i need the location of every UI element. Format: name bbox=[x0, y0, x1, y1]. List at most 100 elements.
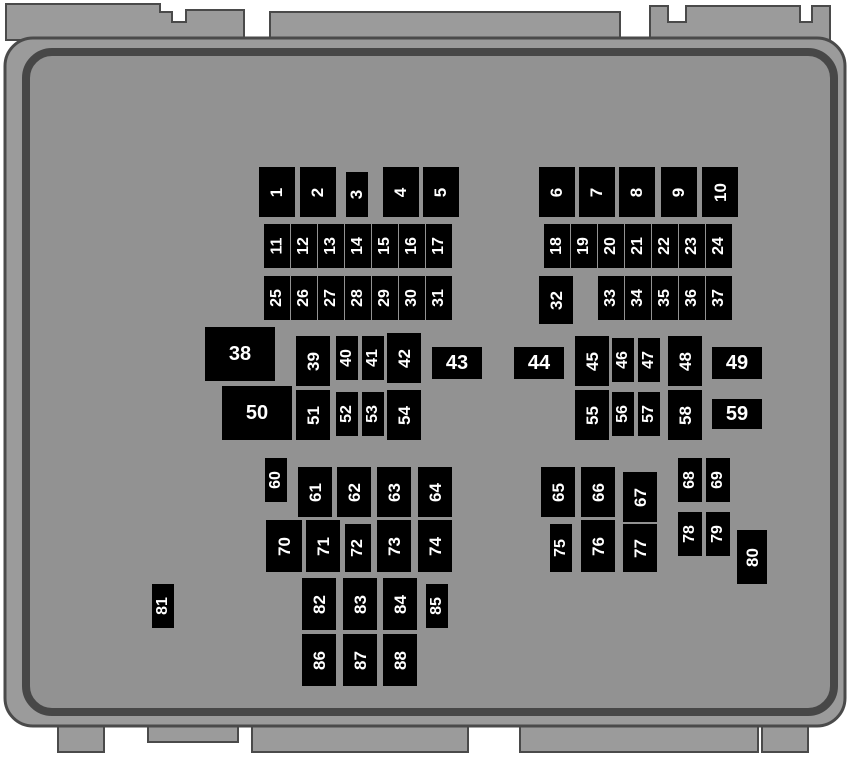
fuse-label: 2 bbox=[308, 187, 328, 197]
fuse-60: 60 bbox=[265, 458, 287, 502]
fuse-28: 28 bbox=[345, 276, 371, 320]
fuse-label: 50 bbox=[245, 402, 269, 424]
fuse-76: 76 bbox=[581, 520, 615, 572]
fuse-label: 8 bbox=[627, 187, 647, 197]
fuse-label: 11 bbox=[267, 237, 285, 255]
fuse-54: 54 bbox=[387, 390, 421, 440]
fuse-34: 34 bbox=[625, 276, 651, 320]
fuse-74: 74 bbox=[418, 520, 452, 572]
fuse-label: 40 bbox=[337, 349, 355, 367]
fuse-label: 57 bbox=[639, 405, 657, 423]
fuse-14: 14 bbox=[345, 224, 371, 268]
fuse-81: 81 bbox=[152, 584, 174, 628]
fuse-42: 42 bbox=[387, 333, 421, 383]
fuse-label: 46 bbox=[613, 351, 631, 369]
fuse-label: 51 bbox=[303, 405, 323, 425]
fuse-84: 84 bbox=[383, 578, 417, 630]
fuse-label: 43 bbox=[445, 352, 469, 374]
fuse-2: 2 bbox=[300, 167, 336, 217]
fuse-label: 71 bbox=[313, 536, 333, 556]
fuse-label: 75 bbox=[551, 539, 569, 557]
fuse-56: 56 bbox=[612, 392, 634, 436]
fuse-27: 27 bbox=[318, 276, 344, 320]
fuse-65: 65 bbox=[541, 467, 575, 517]
fuse-label: 78 bbox=[680, 525, 698, 543]
fuse-49: 49 bbox=[712, 347, 762, 379]
fuse-17: 17 bbox=[426, 224, 452, 268]
fuse-label: 38 bbox=[228, 343, 252, 365]
fuse-83: 83 bbox=[343, 578, 377, 630]
fuse-19: 19 bbox=[571, 224, 597, 268]
fuse-label: 70 bbox=[274, 536, 294, 556]
fuse-label: 31 bbox=[429, 289, 447, 307]
fuse-82: 82 bbox=[302, 578, 336, 630]
fuse-label: 52 bbox=[337, 405, 355, 423]
fuse-8: 8 bbox=[619, 167, 655, 217]
fuse-70: 70 bbox=[266, 520, 302, 572]
fuse-label: 61 bbox=[305, 482, 325, 502]
fuse-label: 80 bbox=[742, 547, 762, 567]
fuse-label: 69 bbox=[708, 471, 726, 489]
fuse-15: 15 bbox=[372, 224, 398, 268]
fuse-30: 30 bbox=[399, 276, 425, 320]
fuse-label: 18 bbox=[547, 237, 565, 255]
fuse-71: 71 bbox=[306, 520, 340, 572]
fuse-12: 12 bbox=[291, 224, 317, 268]
fuse-label: 14 bbox=[348, 237, 366, 255]
fuse-78: 78 bbox=[678, 512, 702, 556]
fuse-label: 13 bbox=[321, 237, 339, 255]
fuse-67: 67 bbox=[623, 472, 657, 522]
fuse-3: 3 bbox=[346, 172, 368, 217]
fuse-label: 19 bbox=[574, 237, 592, 255]
fuse-40: 40 bbox=[336, 336, 358, 380]
fuse-label: 37 bbox=[709, 289, 727, 307]
fuse-label: 35 bbox=[655, 289, 673, 307]
fuse-label: 9 bbox=[669, 187, 689, 197]
fuse-label: 29 bbox=[375, 289, 393, 307]
fuse-68: 68 bbox=[678, 458, 702, 502]
fuse-48: 48 bbox=[668, 336, 702, 386]
fuse-59: 59 bbox=[712, 399, 762, 429]
fuse-1: 1 bbox=[259, 167, 295, 217]
fuse-label: 81 bbox=[153, 597, 171, 615]
fuse-11: 11 bbox=[264, 224, 290, 268]
fuse-label: 87 bbox=[350, 650, 370, 670]
fuse-label: 79 bbox=[708, 525, 726, 543]
fuse-46: 46 bbox=[612, 338, 634, 382]
fuse-22: 22 bbox=[652, 224, 678, 268]
fuse-73: 73 bbox=[377, 520, 411, 572]
fuse-label: 4 bbox=[391, 187, 411, 197]
fuse-63: 63 bbox=[377, 467, 411, 517]
fuse-21: 21 bbox=[625, 224, 651, 268]
fuse-label: 62 bbox=[344, 482, 364, 502]
fuse-37: 37 bbox=[706, 276, 732, 320]
fuse-label: 74 bbox=[425, 536, 445, 556]
fuse-57: 57 bbox=[638, 392, 660, 436]
fuse-79: 79 bbox=[706, 512, 730, 556]
fuse-label: 77 bbox=[630, 538, 650, 558]
fuse-52: 52 bbox=[336, 392, 358, 436]
fuse-23: 23 bbox=[679, 224, 705, 268]
top-left-tab bbox=[5, 3, 245, 41]
fuse-label: 3 bbox=[347, 189, 367, 200]
fuse-label: 47 bbox=[639, 351, 657, 369]
fuse-label: 42 bbox=[394, 348, 414, 368]
fuse-58: 58 bbox=[668, 390, 702, 440]
fuse-26: 26 bbox=[291, 276, 317, 320]
fuse-label: 24 bbox=[709, 237, 727, 255]
fuse-label: 16 bbox=[402, 237, 420, 255]
top-right-tab bbox=[649, 5, 831, 41]
fuse-label: 1 bbox=[267, 187, 287, 197]
fuse-label: 54 bbox=[394, 405, 414, 425]
fuse-18: 18 bbox=[544, 224, 570, 268]
fuse-label: 48 bbox=[675, 351, 695, 371]
fuse-label: 72 bbox=[348, 539, 366, 557]
fuse-label: 60 bbox=[266, 471, 284, 489]
fuse-label: 22 bbox=[655, 237, 673, 255]
fuse-label: 68 bbox=[680, 471, 698, 489]
fuse-41: 41 bbox=[362, 336, 384, 380]
fuse-label: 64 bbox=[425, 482, 445, 502]
fuse-32: 32 bbox=[539, 276, 573, 324]
fuse-label: 15 bbox=[375, 237, 393, 255]
